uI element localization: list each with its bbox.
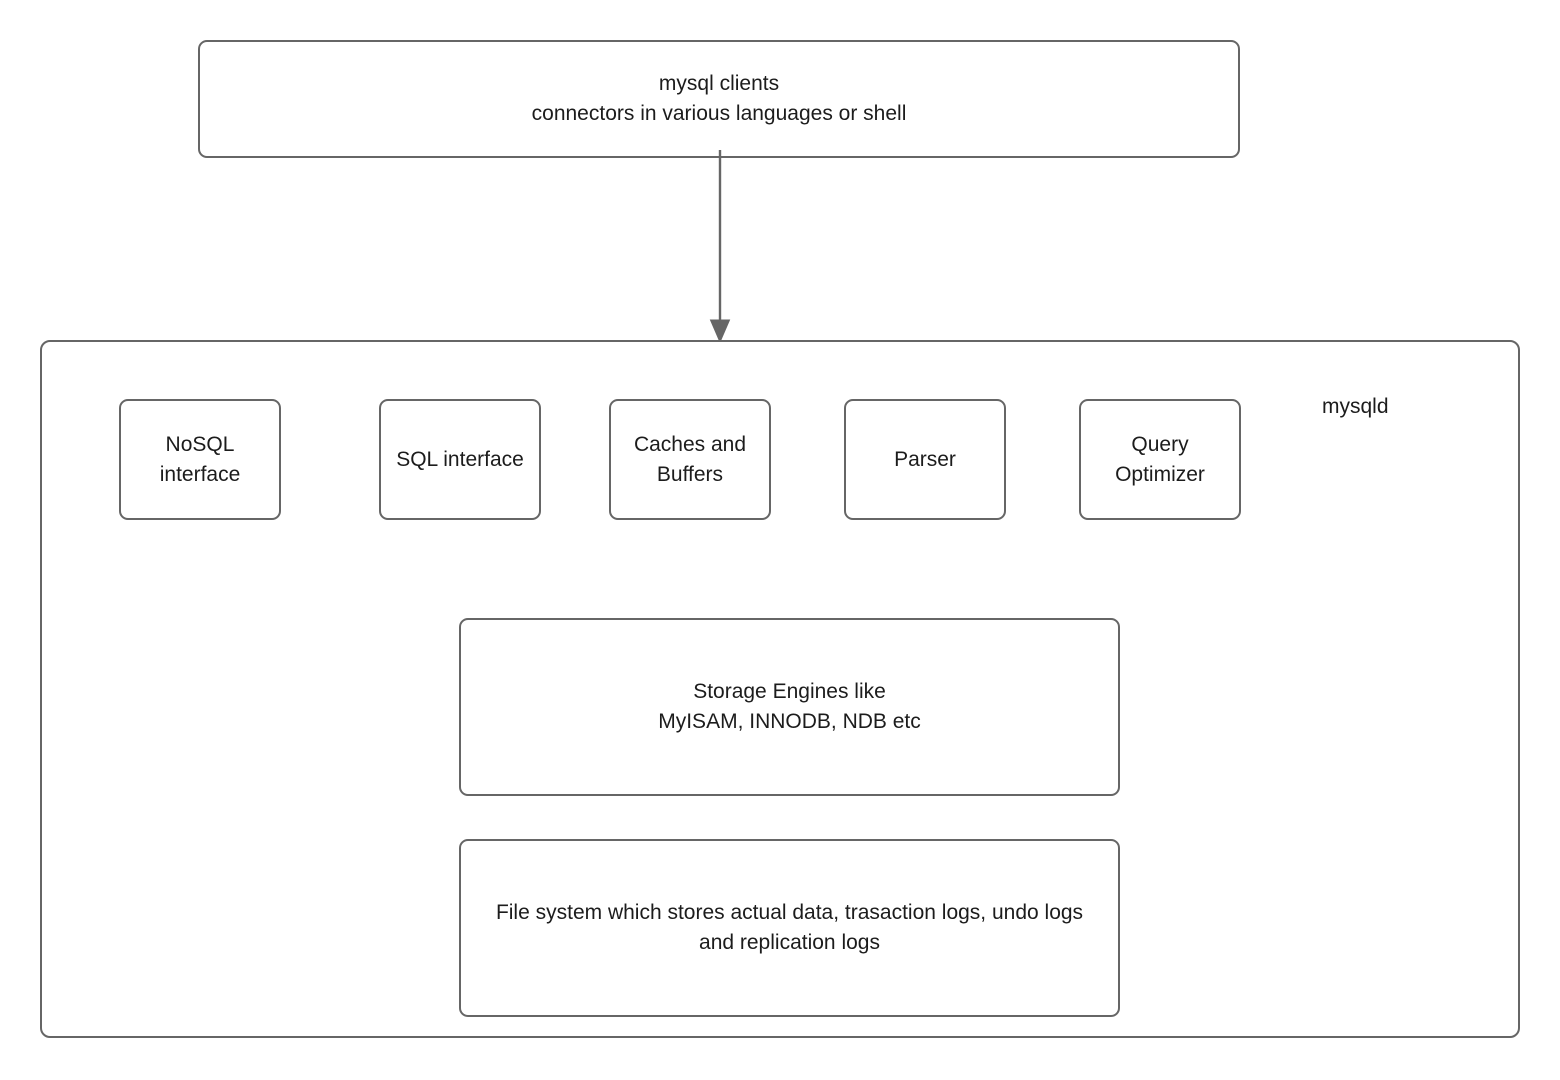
mysql-clients-text: mysql clients connectors in various lang…	[524, 69, 915, 129]
sql-interface-box[interactable]: SQL interface	[379, 399, 541, 520]
mysqld-label: mysqld	[1322, 395, 1389, 418]
storage-engines-line-2: MyISAM, INNODB, NDB etc	[658, 710, 921, 733]
parser-text: Parser	[886, 445, 964, 475]
nosql-interface-line-2: interface	[159, 462, 241, 486]
caches-and-buffers-box[interactable]: Caches and Buffers	[609, 399, 771, 520]
sql-interface-text: SQL interface	[388, 445, 532, 475]
caches-and-buffers-text: Caches and Buffers	[626, 430, 754, 490]
file-system-line-1: File system which stores actual data, tr…	[495, 901, 1084, 925]
query-optimizer-line-2: Optimizer	[1115, 462, 1205, 486]
mysql-clients-line-1: mysql clients	[658, 72, 780, 96]
file-system-box[interactable]: File system which stores actual data, tr…	[459, 839, 1120, 1017]
caches-and-buffers-line-1: Caches and	[633, 432, 747, 456]
parser-box[interactable]: Parser	[844, 399, 1006, 520]
mysql-clients-line-2: connectors in various languages or shell	[531, 102, 907, 125]
storage-engines-text: Storage Engines like MyISAM, INNODB, NDB…	[650, 677, 929, 737]
nosql-interface-text: NoSQL interface	[152, 430, 249, 490]
mysql-clients-box[interactable]: mysql clients connectors in various lang…	[198, 40, 1240, 158]
storage-engines-line-1: Storage Engines like	[693, 680, 886, 704]
arrow-down-icon	[709, 150, 731, 344]
query-optimizer-line-1: Query	[1131, 432, 1189, 456]
storage-engines-box[interactable]: Storage Engines like MyISAM, INNODB, NDB…	[459, 618, 1120, 796]
parser-line-1: Parser	[894, 447, 956, 471]
sql-interface-line-1: SQL interface	[396, 447, 524, 471]
file-system-text: File system which stores actual data, tr…	[488, 898, 1091, 958]
nosql-interface-box[interactable]: NoSQL interface	[119, 399, 281, 520]
file-system-line-2: and replication logs	[699, 931, 880, 954]
nosql-interface-line-1: NoSQL	[165, 432, 235, 456]
query-optimizer-text: Query Optimizer	[1107, 430, 1213, 490]
caches-and-buffers-line-2: Buffers	[656, 462, 724, 486]
query-optimizer-box[interactable]: Query Optimizer	[1079, 399, 1241, 520]
